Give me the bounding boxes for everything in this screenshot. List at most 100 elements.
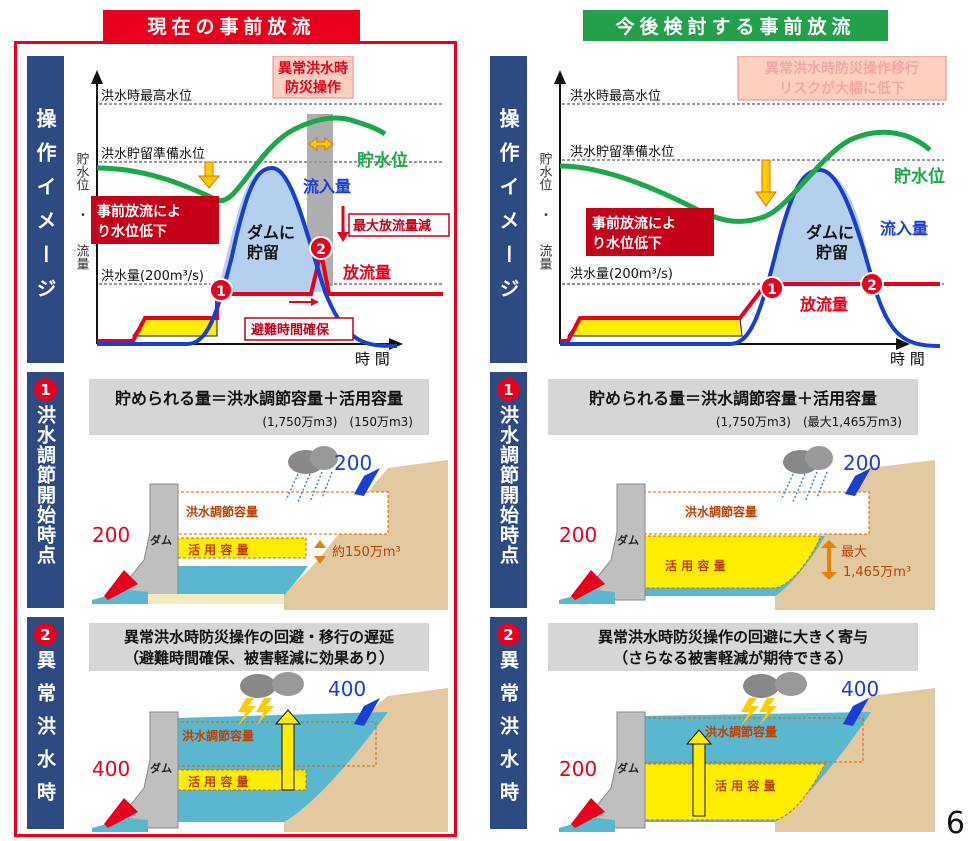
storage-line bbox=[96, 115, 387, 204]
left-callout bbox=[272, 56, 354, 99]
outflow-value: 200 bbox=[92, 523, 130, 547]
svg-text:洪水調節容量: 洪水調節容量 bbox=[705, 724, 777, 739]
svg-text:1,465万m³: 1,465万m³ bbox=[843, 565, 911, 580]
svg-text:活 用 容 量: 活 用 容 量 bbox=[665, 558, 726, 573]
point-1-marker bbox=[209, 278, 233, 302]
svg-text:貯水位: 貯水位 bbox=[537, 152, 553, 191]
left-amount: 約150万m³ bbox=[332, 545, 401, 560]
svg-text:最大: 最大 bbox=[841, 545, 867, 560]
svg-text:異常洪水時防災操作移行: 異常洪水時防災操作移行 bbox=[765, 60, 919, 77]
svg-text:・: ・ bbox=[537, 208, 552, 221]
svg-text:洪水量(200m³/s): 洪水量(200m³/s) bbox=[570, 267, 673, 282]
svg-text:洪水時最高水位: 洪水時最高水位 bbox=[570, 88, 661, 104]
marker-1: 1 bbox=[34, 378, 57, 401]
svg-text:事前放流によ: 事前放流によ bbox=[97, 203, 181, 220]
svg-text:り水位低下: り水位低下 bbox=[592, 235, 662, 252]
svg-text:400: 400 bbox=[92, 757, 130, 781]
storage-level-label: 貯水位 bbox=[357, 150, 408, 171]
right-formula-box: 貯められる量＝洪水調節容量＋活用容量 (1,750万m3) (最大1,465万m… bbox=[548, 379, 918, 435]
svg-text:活 用 容 量: 活 用 容 量 bbox=[715, 778, 776, 793]
left-operation-graph: 1 2 洪水時最高水位 洪水貯留準備水位 洪水量(200m³/s) 貯水位 ・ … bbox=[74, 56, 450, 368]
prep-level-label: 洪水貯留準備水位 bbox=[101, 146, 205, 162]
svg-text:洪水調節容量: 洪水調節容量 bbox=[685, 504, 757, 519]
hillside bbox=[284, 460, 448, 610]
svg-text:200: 200 bbox=[559, 757, 597, 781]
svg-text:洪水調節容量: 洪水調節容量 bbox=[186, 504, 258, 519]
right-operation-graph: 1 2 洪水時最高水位 洪水貯留準備水位 洪水量(200m³/s) 貯水位 ・ … bbox=[537, 56, 947, 368]
left-formula-values: (1,750万m3) (150万m3) bbox=[262, 415, 413, 429]
flood-flow-label: 洪水量(200m³/s) bbox=[101, 269, 204, 284]
axis-flow-label: 流量 bbox=[74, 244, 90, 270]
svg-text:リスクが大幅に低下: リスクが大幅に低下 bbox=[779, 80, 905, 97]
inflow-label: 流入量 bbox=[303, 177, 351, 196]
svg-text:ダム: ダム bbox=[150, 533, 172, 547]
right-side-op-image: 操作イメージ bbox=[490, 56, 527, 363]
axis-dot: ・ bbox=[74, 208, 89, 221]
svg-text:活 用 容 量: 活 用 容 量 bbox=[188, 774, 249, 789]
left-side-op-image: 操作イメージ bbox=[27, 56, 64, 363]
evac-time-box bbox=[244, 317, 354, 341]
right-dam-diagram-1: 200 200 洪水調節容量 活 用 容 量 ダム 最大 1,465万m³ bbox=[559, 446, 935, 610]
pre-release-box bbox=[91, 196, 219, 244]
axis-storage-label: 貯水位 bbox=[74, 152, 90, 191]
time-label: 時 間 bbox=[355, 350, 390, 368]
svg-text:200: 200 bbox=[559, 523, 597, 547]
svg-text:流量: 流量 bbox=[537, 244, 553, 270]
svg-text:最大放流量減: 最大放流量減 bbox=[353, 218, 431, 234]
left-title-banner: 現在の事前放流 bbox=[103, 10, 360, 41]
left-effect-box: 異常洪水時防災操作の回避・移行の遅延 （避難時間確保、被害軽減に効果あり） bbox=[89, 623, 429, 671]
start-point-label: 洪水調節開始時点 bbox=[34, 405, 56, 565]
svg-text:ダム: ダム bbox=[150, 761, 172, 775]
svg-text:400: 400 bbox=[328, 677, 366, 701]
svg-text:避難時間確保: 避難時間確保 bbox=[251, 322, 330, 338]
svg-text:1: 1 bbox=[767, 282, 777, 298]
svg-text:ダム: ダム bbox=[617, 761, 639, 775]
svg-text:2: 2 bbox=[316, 242, 326, 258]
marker-2: 2 bbox=[34, 623, 57, 646]
inflow-arrow bbox=[354, 468, 380, 496]
op-image-label: 操作イメージ bbox=[33, 107, 57, 312]
right-side-start-point: 1 洪水調節開始時点 bbox=[490, 372, 527, 608]
left-effect-line1: 異常洪水時防災操作の回避・移行の遅延 bbox=[123, 628, 394, 646]
svg-text:洪水貯留準備水位: 洪水貯留準備水位 bbox=[570, 144, 674, 160]
lightning-icon bbox=[238, 698, 256, 726]
left-dam-diagram-1: 200 200 洪水調節容量 活 用 容 量 ダム 約150万m³ bbox=[92, 446, 448, 610]
max-release-box bbox=[348, 213, 450, 237]
svg-text:事前放流によ: 事前放流によ bbox=[592, 215, 676, 232]
left-formula-box: 貯められる量＝洪水調節容量＋活用容量 (1,750万m3) (150万m3) bbox=[89, 379, 429, 435]
svg-text:活 用 容 量: 活 用 容 量 bbox=[188, 542, 249, 557]
dam-storage-text-2: 貯留 bbox=[247, 243, 279, 262]
abnormal-label: 異常洪水時 bbox=[34, 650, 56, 815]
left-formula: 貯められる量＝洪水調節容量＋活用容量 bbox=[114, 389, 403, 408]
left-dam-diagram-2: 400 400 洪水調節容量 活 用 容 量 ダム bbox=[92, 672, 448, 832]
svg-text:ダムに: ダムに bbox=[806, 223, 854, 242]
svg-text:防災操作: 防災操作 bbox=[285, 79, 341, 96]
right-dam-diagram-2: 400 200 洪水調節容量 活 用 容 量 ダム bbox=[559, 672, 935, 832]
left-side-start-point: 1 洪水調節開始時点 bbox=[27, 372, 64, 608]
storm-cloud-icon bbox=[240, 674, 276, 698]
point-2-marker bbox=[309, 236, 333, 260]
svg-text:貯留: 貯留 bbox=[816, 243, 848, 262]
right-title-banner: 今後検討する事前放流 bbox=[583, 10, 888, 41]
svg-text:200: 200 bbox=[843, 451, 881, 475]
outflow-arrow bbox=[104, 570, 138, 600]
left-effect-line2: （避難時間確保、被害軽減に効果あり） bbox=[123, 649, 394, 667]
svg-text:放流量: 放流量 bbox=[799, 295, 848, 314]
svg-text:異常洪水時: 異常洪水時 bbox=[278, 60, 348, 77]
svg-text:流入量: 流入量 bbox=[880, 219, 928, 238]
svg-text:り水位低下: り水位低下 bbox=[97, 223, 167, 240]
current-scheme-frame bbox=[14, 41, 457, 837]
svg-text:400: 400 bbox=[841, 677, 879, 701]
highest-level-label: 洪水時最高水位 bbox=[101, 88, 192, 104]
right-effect-box: 異常洪水時防災操作の回避に大きく寄与 （さらなる被害軽減が期待できる） bbox=[548, 623, 918, 671]
svg-text:ダム: ダム bbox=[617, 533, 639, 547]
page-number: 6 bbox=[945, 806, 965, 841]
svg-text:貯水位: 貯水位 bbox=[894, 166, 945, 187]
reservoir-water bbox=[176, 566, 308, 596]
dam-storage-text-1: ダムに bbox=[247, 223, 295, 242]
inflow-value: 200 bbox=[334, 451, 372, 475]
rain-icon bbox=[285, 471, 333, 503]
right-side-abnormal: 2 異常洪水時 bbox=[490, 617, 527, 829]
left-side-abnormal: 2 異常洪水時 bbox=[27, 617, 64, 829]
outflow-label: 放流量 bbox=[342, 263, 391, 282]
